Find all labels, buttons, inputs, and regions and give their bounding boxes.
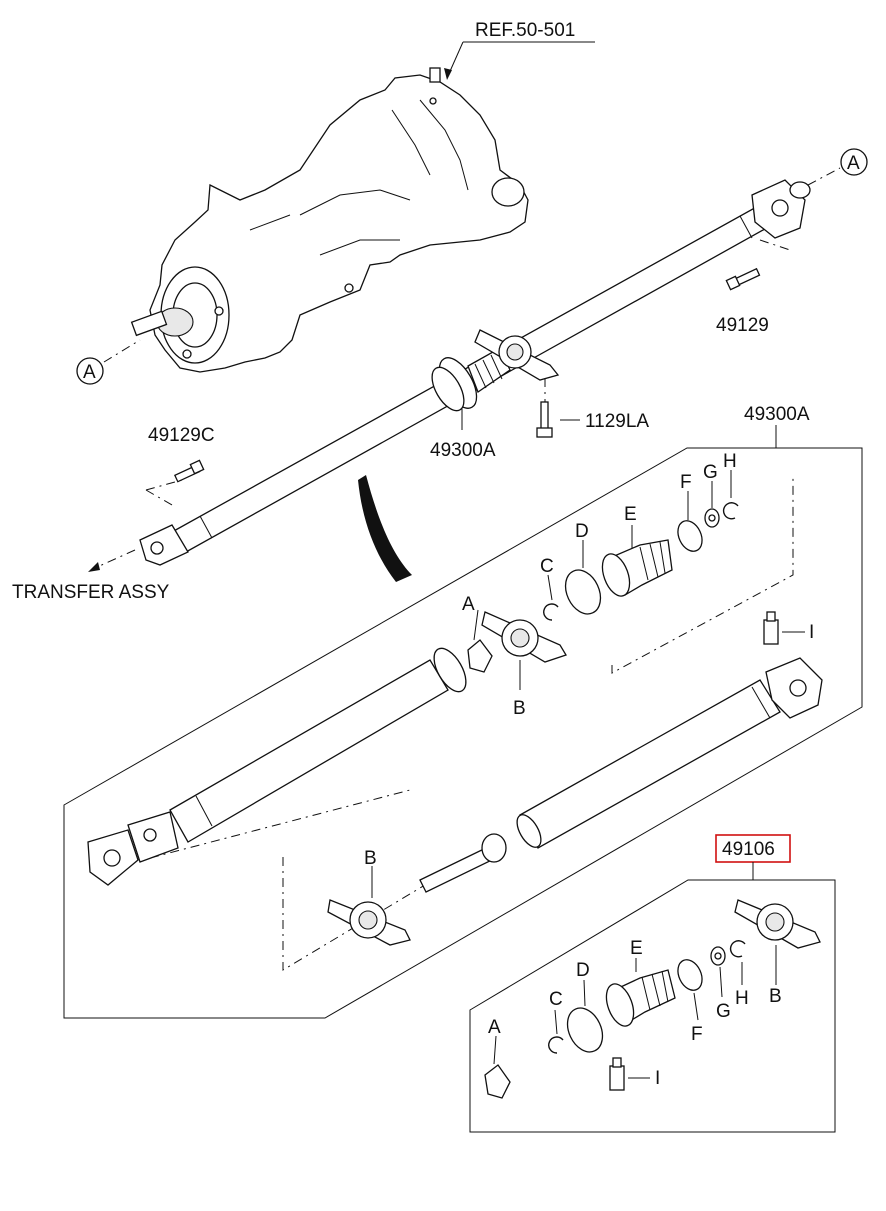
box2-e-label: E [630,938,643,959]
marker-a-left: A [76,339,141,385]
ref-label: REF.50-501 [475,20,575,41]
box2-f-label: F [691,1024,703,1045]
transfer-assy-callout: TRANSFER ASSY [12,549,170,603]
bolt-49129: 49129 [716,239,791,336]
exploded-box-49300a: 49300A A B C D [63,404,863,1019]
explode-arrow [358,475,412,582]
box1-e-label: E [624,504,637,525]
bolt-49129c: 49129C [145,425,215,506]
box2-g-label: G [716,1001,731,1022]
exploded-box-49106: 49106 B H G F E D C [469,834,836,1133]
box1-c-label: C [540,556,554,577]
box1-f-label: F [680,472,692,493]
box2-a-label: A [488,1017,501,1038]
assy-49300a-shaft-label: 49300A [430,440,496,461]
marker-a-top: A [807,148,868,186]
bolt-1129la-label: 1129LA [585,411,649,432]
bolt-49129c-label: 49129C [148,425,215,446]
box2-i-label: I [655,1068,660,1089]
assy-49300a-box-label: 49300A [744,404,810,425]
box2-h-label: H [735,988,749,1009]
box1-b2-label: B [364,848,377,869]
assy-49300a-shaft-callout: 49300A [430,408,496,461]
differential-housing [130,67,529,373]
box1-i-label: I [809,622,814,643]
box1-h-label: H [723,451,737,472]
marker-a-left-label: A [83,362,96,383]
marker-a-top-label: A [847,153,860,174]
bolt-1129la: 1129LA [536,378,649,438]
box1-g-label: G [703,462,718,483]
box2-c-label: C [549,989,563,1010]
box2-b-label: B [769,986,782,1007]
box1-a-label: A [462,594,475,615]
ref-callout: REF.50-501 [444,20,595,80]
part-49106-label: 49106 [722,839,775,860]
box1-d-label: D [575,521,589,542]
bolt-49129-label: 49129 [716,315,769,336]
box2-d-label: D [576,960,590,981]
transfer-assy-label: TRANSFER ASSY [12,582,170,603]
propeller-shaft-upper [139,179,811,566]
box1-b-label: B [513,698,526,719]
